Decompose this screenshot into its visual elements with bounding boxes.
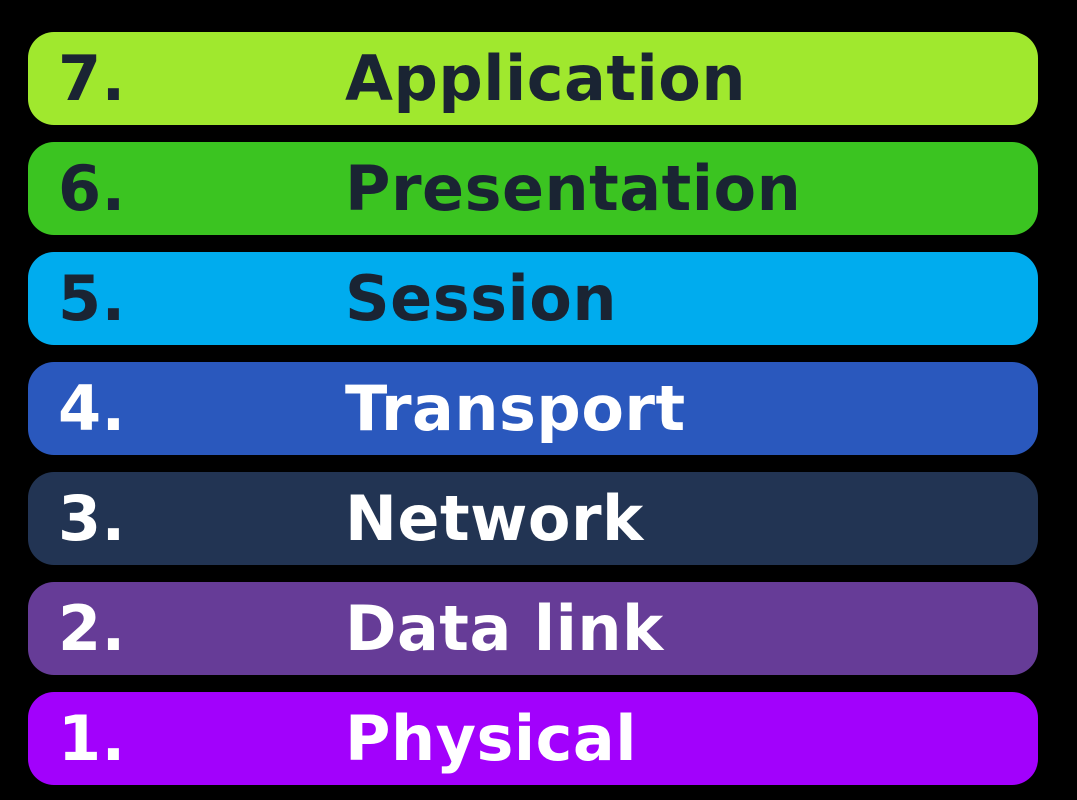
- osi-layer-application: 7. Application: [28, 32, 1038, 125]
- layer-number: 6.: [58, 151, 126, 225]
- layer-name: Network: [345, 481, 644, 555]
- layer-number: 7.: [58, 41, 126, 115]
- layer-number: 5.: [58, 261, 126, 335]
- osi-layer-physical: 1. Physical: [28, 692, 1038, 785]
- layer-name: Data link: [345, 591, 664, 665]
- osi-layer-session: 5. Session: [28, 252, 1038, 345]
- layer-number: 2.: [58, 591, 126, 665]
- layer-name: Transport: [345, 371, 686, 445]
- layer-name: Session: [345, 261, 617, 335]
- osi-layer-stack: 7. Application 6. Presentation 5. Sessio…: [28, 32, 1038, 785]
- layer-number: 4.: [58, 371, 126, 445]
- osi-layer-presentation: 6. Presentation: [28, 142, 1038, 235]
- layer-number: 1.: [58, 701, 126, 775]
- osi-layer-data-link: 2. Data link: [28, 582, 1038, 675]
- layer-number: 3.: [58, 481, 126, 555]
- layer-name: Application: [345, 41, 746, 115]
- osi-layer-transport: 4. Transport: [28, 362, 1038, 455]
- osi-layer-network: 3. Network: [28, 472, 1038, 565]
- layer-name: Physical: [345, 701, 637, 775]
- layer-name: Presentation: [345, 151, 802, 225]
